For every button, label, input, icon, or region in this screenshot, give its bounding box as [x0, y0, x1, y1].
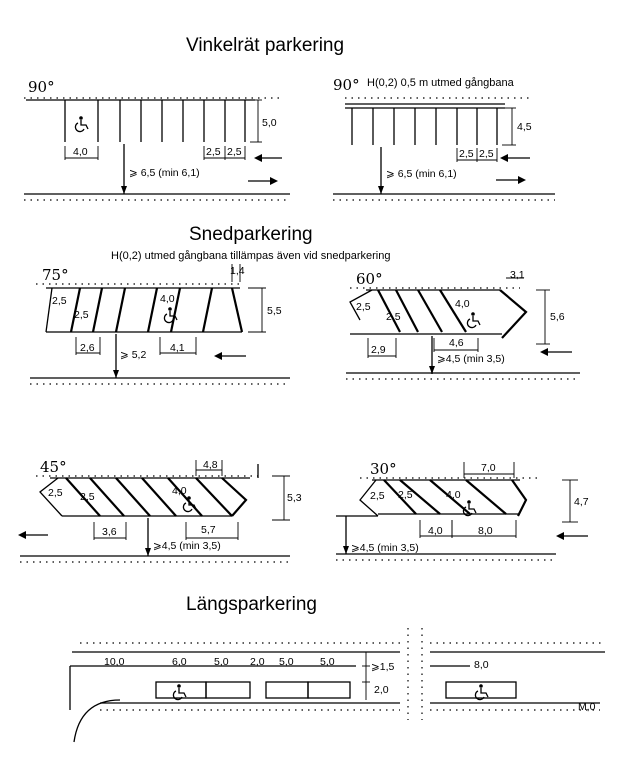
curb-a-label: 4,0 [428, 525, 443, 537]
dim-50a-label: 5,0 [214, 656, 229, 668]
parallel-stall [155, 681, 207, 699]
curb-b-label: 4,1 [170, 342, 185, 354]
depth-label: 5,3 [287, 492, 302, 504]
depth-label: 5,0 [262, 117, 277, 129]
arrow-left-icon [254, 154, 262, 162]
arrow-left-icon [556, 532, 564, 540]
note-angled: H(0,2) utmed gångbana tillämpas även vid… [111, 250, 390, 262]
depth-label: 4,7 [574, 496, 589, 508]
arrow-left-icon [18, 531, 26, 539]
depth-label: 4,5 [517, 121, 532, 133]
arrow-right-icon [270, 177, 278, 185]
road-curve [73, 699, 121, 743]
angle-label: 90° [28, 78, 55, 96]
stall-wide-label: 4,0 [160, 293, 175, 305]
arrow-right-icon [518, 176, 526, 184]
stall-a-label: 2,5 [356, 301, 371, 313]
curb-b-label: 8,0 [478, 525, 493, 537]
offset-label: 7,0 [481, 462, 496, 474]
stall-b-label: 2,5 [80, 491, 95, 503]
angle-label: 60° [356, 270, 383, 288]
stall-line [45, 287, 53, 333]
dim-50c-label: 5,0 [320, 656, 335, 668]
width-a-label: 2,5 [206, 146, 221, 158]
aisle-label: ⩾ 5,2 [120, 349, 146, 361]
width-a-label: 2,5 [459, 148, 474, 160]
dim-15-label: ⩾1,5 [371, 661, 395, 673]
dim-60-label: 6,0 [172, 656, 187, 668]
angled-60-diagram: 60° 2,5 2,5 4,0 3,1 5,6 2,9 4,6 ⩾4,5 (mi… [346, 269, 580, 380]
arrow-left-icon [214, 352, 222, 360]
aisle-label: ⩾4,5 (min 3,5) [437, 353, 505, 365]
angle-label: 45° [40, 458, 67, 476]
curb-a-label: 2,6 [80, 342, 95, 354]
stall-b-label: 2,5 [74, 309, 89, 321]
offset-label: 4,8 [203, 459, 218, 471]
wheelchair-icon [74, 115, 89, 133]
curb-a-label: 2,9 [371, 344, 386, 356]
stall-b-label: 2,5 [386, 311, 401, 323]
offset-label: 3,1 [510, 269, 525, 281]
parallel-stall [445, 681, 517, 699]
perpendicular-right-diagram: 90° H(0,2) 0,5 m utmed gångbana 4,5 2,5 … [333, 76, 555, 201]
aisle-label: ⩾4,5 (min 3,5) [153, 540, 221, 552]
stall-a-label: 2,5 [52, 295, 67, 307]
curb-a-label: 3,6 [102, 526, 117, 538]
wheelchair-icon [474, 683, 489, 701]
end-label: M,0 [578, 701, 596, 713]
dim-80-label: 8,0 [474, 659, 489, 671]
depth-label: 5,5 [267, 305, 282, 317]
depth-label: 5,6 [550, 311, 565, 323]
stall-wide-label: 4,0 [455, 298, 470, 310]
angle-label: 30° [370, 460, 397, 478]
stall-a-label: 2,5 [370, 490, 385, 502]
dim-10-label: 10,0 [104, 656, 125, 668]
title-parallel: Längsparkering [186, 594, 317, 615]
stall-dividers [351, 108, 498, 145]
angled-45-diagram: 45° 2,5 2,5 4,0 4,8 5,3 3,6 5,7 ⩾4,5 (mi… [18, 458, 302, 563]
parallel-stall [307, 681, 351, 699]
offset-label: 1,4 [230, 265, 245, 277]
dim-20-label: 2,0 [250, 656, 265, 668]
dim-20v-label: 2,0 [374, 684, 389, 696]
title-angled: Snedparkering [189, 224, 313, 245]
angle-label: 90° [333, 76, 360, 94]
stall-b-label: 2,5 [398, 489, 413, 501]
aisle-label: ⩾ 6,5 (min 6,1) [386, 168, 457, 180]
parallel-stall [265, 681, 309, 699]
dim-50b-label: 5,0 [279, 656, 294, 668]
aisle-label: ⩾ 6,5 (min 6,1) [129, 167, 200, 179]
title-perpendicular: Vinkelrät parkering [186, 35, 344, 56]
perpendicular-left-diagram: 90° 5,0 4,0 2,5 2,5 [24, 78, 290, 201]
angled-75-diagram: 75° 2,5 2,5 4,0 1,4 5,5 2,6 4,1 ⩾ 5,2 [30, 264, 290, 385]
arrow-left-icon [500, 154, 508, 162]
width-single-label: 4,0 [73, 146, 88, 158]
arrow-left-icon [540, 348, 548, 356]
stall-wide-label: 4,0 [172, 485, 187, 497]
stall-a-label: 2,5 [48, 487, 63, 499]
parallel-stall [205, 681, 251, 699]
wheelchair-icon [466, 311, 481, 329]
width-b-label: 2,5 [479, 148, 494, 160]
note-label: H(0,2) 0,5 m utmed gångbana [367, 77, 515, 89]
parallel-diagram: 10,0 6,0 5,0 2,0 5,0 5,0 8,0 ⩾1,5 2,0 M,… [69, 628, 605, 743]
wheelchair-icon [172, 683, 187, 701]
curb-b-label: 4,6 [449, 337, 464, 349]
width-b-label: 2,5 [227, 146, 242, 158]
aisle-label: ⩾4,5 (min 3,5) [351, 542, 419, 554]
curb-b-label: 5,7 [201, 524, 216, 536]
angled-30-diagram: 30° 2,5 2,5 4,0 7,0 4,7 4,0 8,0 ⩾4,5 (mi… [336, 460, 589, 561]
angle-label: 75° [42, 266, 69, 284]
stall-dividers [64, 100, 246, 142]
stall-wide-label: 4,0 [446, 489, 461, 501]
